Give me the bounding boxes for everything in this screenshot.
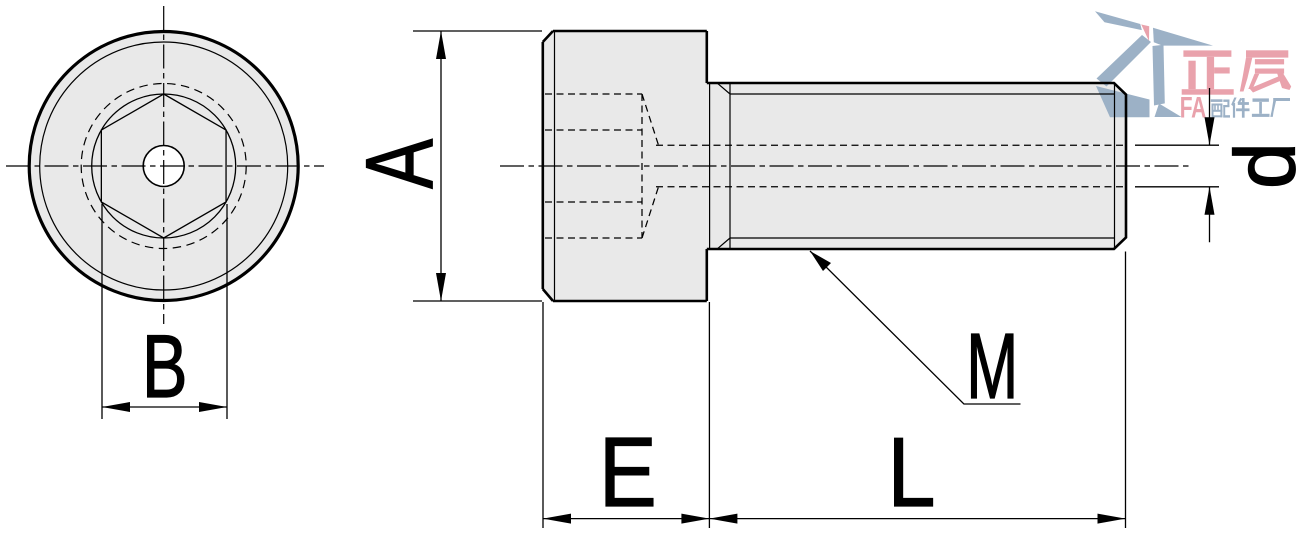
svg-text:M: M [966,315,1018,418]
svg-text:E: E [599,417,657,527]
svg-text:FA: FA [1180,92,1206,124]
svg-text:B: B [142,317,188,417]
svg-text:L: L [888,417,936,527]
svg-text:A: A [347,138,454,188]
svg-text:d: d [1217,142,1301,189]
